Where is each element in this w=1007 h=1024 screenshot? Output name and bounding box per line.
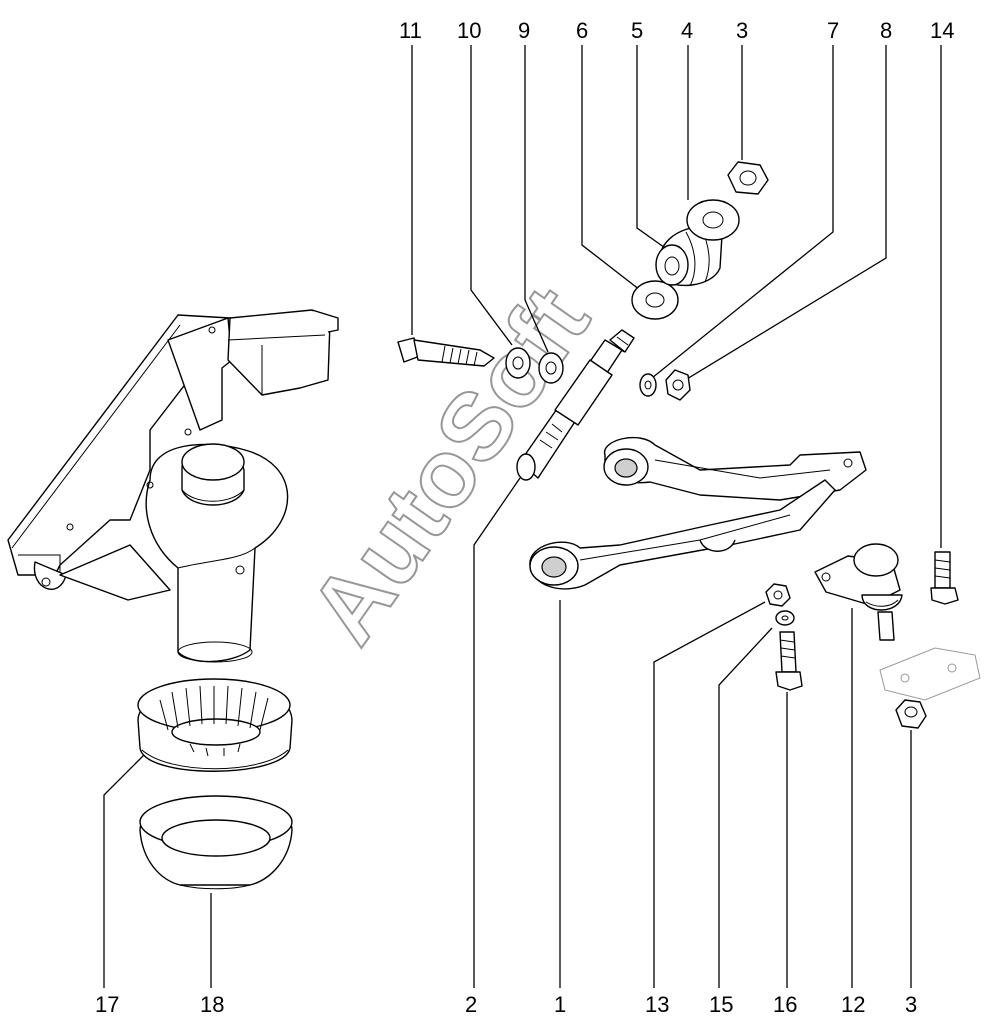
part-13-nut <box>765 583 791 607</box>
callout-9: 9 <box>518 18 530 43</box>
part-16-bolt <box>775 631 803 691</box>
part-1-control-arm <box>529 436 867 590</box>
callout-8: 8 <box>880 18 892 43</box>
part-5-bushing <box>655 225 723 287</box>
callout-1: 1 <box>554 992 566 1017</box>
part-4-washer <box>686 199 740 241</box>
callout-4: 4 <box>681 18 693 43</box>
callout-7: 7 <box>827 18 839 43</box>
part-3-nut-top <box>727 161 769 195</box>
callout-15: 15 <box>709 992 733 1017</box>
part-15-washer <box>775 610 795 626</box>
callout-17: 17 <box>95 992 119 1017</box>
part-12-ball-joint <box>814 543 903 641</box>
faint-mounting-plate <box>879 647 981 701</box>
callout-10: 10 <box>457 18 481 43</box>
part-6-washer <box>631 280 679 320</box>
part-9-washer <box>538 352 564 384</box>
strut-tower <box>145 443 289 663</box>
callout-13: 13 <box>645 992 669 1017</box>
part-17-spring-seat <box>137 678 293 772</box>
callout-11: 11 <box>399 18 422 43</box>
part-11-bolt <box>397 337 495 367</box>
part-8-nut <box>665 369 691 401</box>
part-3-nut-bottom <box>895 699 927 729</box>
callout-14: 14 <box>930 18 954 43</box>
part-14-bolt <box>930 551 959 605</box>
part-2-strut-rod <box>516 329 635 481</box>
callout-16: 16 <box>773 992 797 1017</box>
callout-12: 12 <box>841 992 865 1017</box>
part-7-washer <box>639 373 657 397</box>
part-18-insulator-cup <box>139 795 293 890</box>
callout-5: 5 <box>631 18 643 43</box>
part-10-washer <box>505 347 531 379</box>
callout-3-bottom: 3 <box>905 992 917 1017</box>
body-bracket-mount <box>7 309 339 601</box>
callout-3-top: 3 <box>736 18 748 43</box>
callout-18: 18 <box>200 992 224 1017</box>
callout-6: 6 <box>576 18 588 43</box>
callout-2: 2 <box>465 992 477 1017</box>
leader-lines <box>103 45 942 988</box>
